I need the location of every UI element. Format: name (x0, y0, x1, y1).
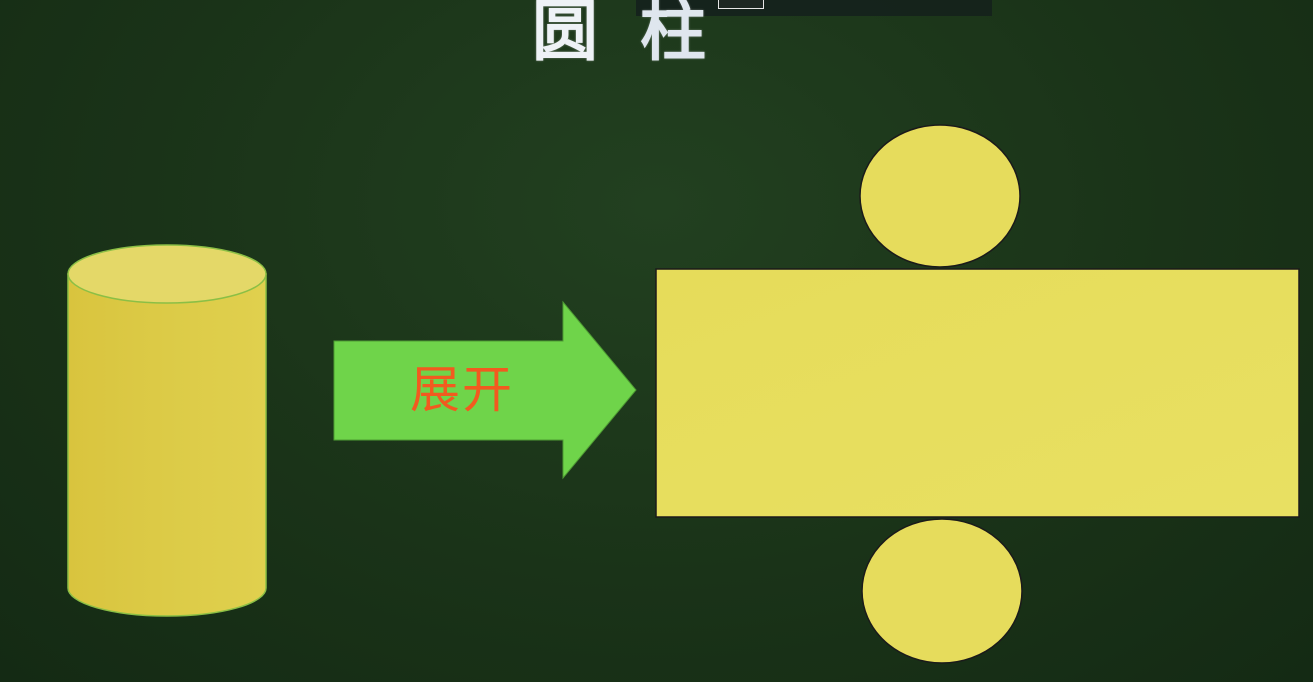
unfold-arrow (333, 300, 637, 480)
title-char-1: 圆 (532, 0, 598, 70)
net-rectangle (655, 268, 1300, 518)
cylinder-body (67, 273, 267, 617)
top-overlay-box (718, 0, 764, 9)
page-title: 圆 柱 (532, 0, 706, 76)
net-top-circle (859, 124, 1021, 268)
net-bottom-circle (861, 518, 1023, 664)
title-char-2: 柱 (640, 0, 706, 70)
arrow-label: 展开 (410, 361, 514, 419)
cylinder-top (67, 244, 267, 304)
cylinder (67, 244, 267, 617)
